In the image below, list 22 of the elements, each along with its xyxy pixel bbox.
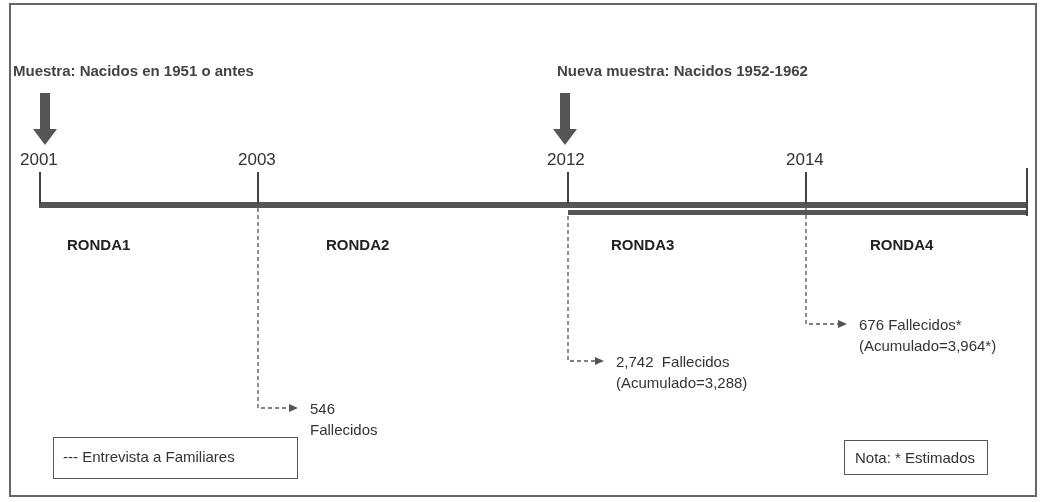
round-label: RONDA2 — [326, 235, 390, 255]
deaths-note: 676 Fallecidos* — [859, 315, 963, 335]
arrow — [33, 93, 57, 145]
year-label: 2003 — [238, 149, 276, 170]
deaths-note: (Acumulado=3,288) — [616, 373, 748, 393]
year-label: 2012 — [547, 149, 585, 170]
deaths-note: 546 Fallecidos — [310, 398, 390, 440]
dashed-arrow — [257, 207, 298, 412]
deaths-note: (Acumulado=3,964*) — [859, 336, 997, 356]
dashed-arrow — [805, 207, 847, 328]
deaths-note: 2,742 Fallecidos — [616, 352, 731, 372]
round-label: RONDA1 — [67, 235, 131, 255]
dashed-arrow — [567, 215, 604, 365]
year-label: 2014 — [786, 149, 824, 170]
year-label: 2001 — [20, 149, 58, 170]
round-label: RONDA3 — [611, 235, 675, 255]
sample-heading: Muestra: Nacidos en 1951 o antes — [13, 60, 254, 81]
note-box: Nota: * Estimados — [844, 440, 989, 475]
sample-heading: Nueva muestra: Nacidos 1952-1962 — [557, 60, 808, 81]
arrow — [553, 93, 577, 145]
round-label: RONDA4 — [870, 235, 934, 255]
legend-text: --- Entrevista a Familiares — [63, 448, 235, 465]
